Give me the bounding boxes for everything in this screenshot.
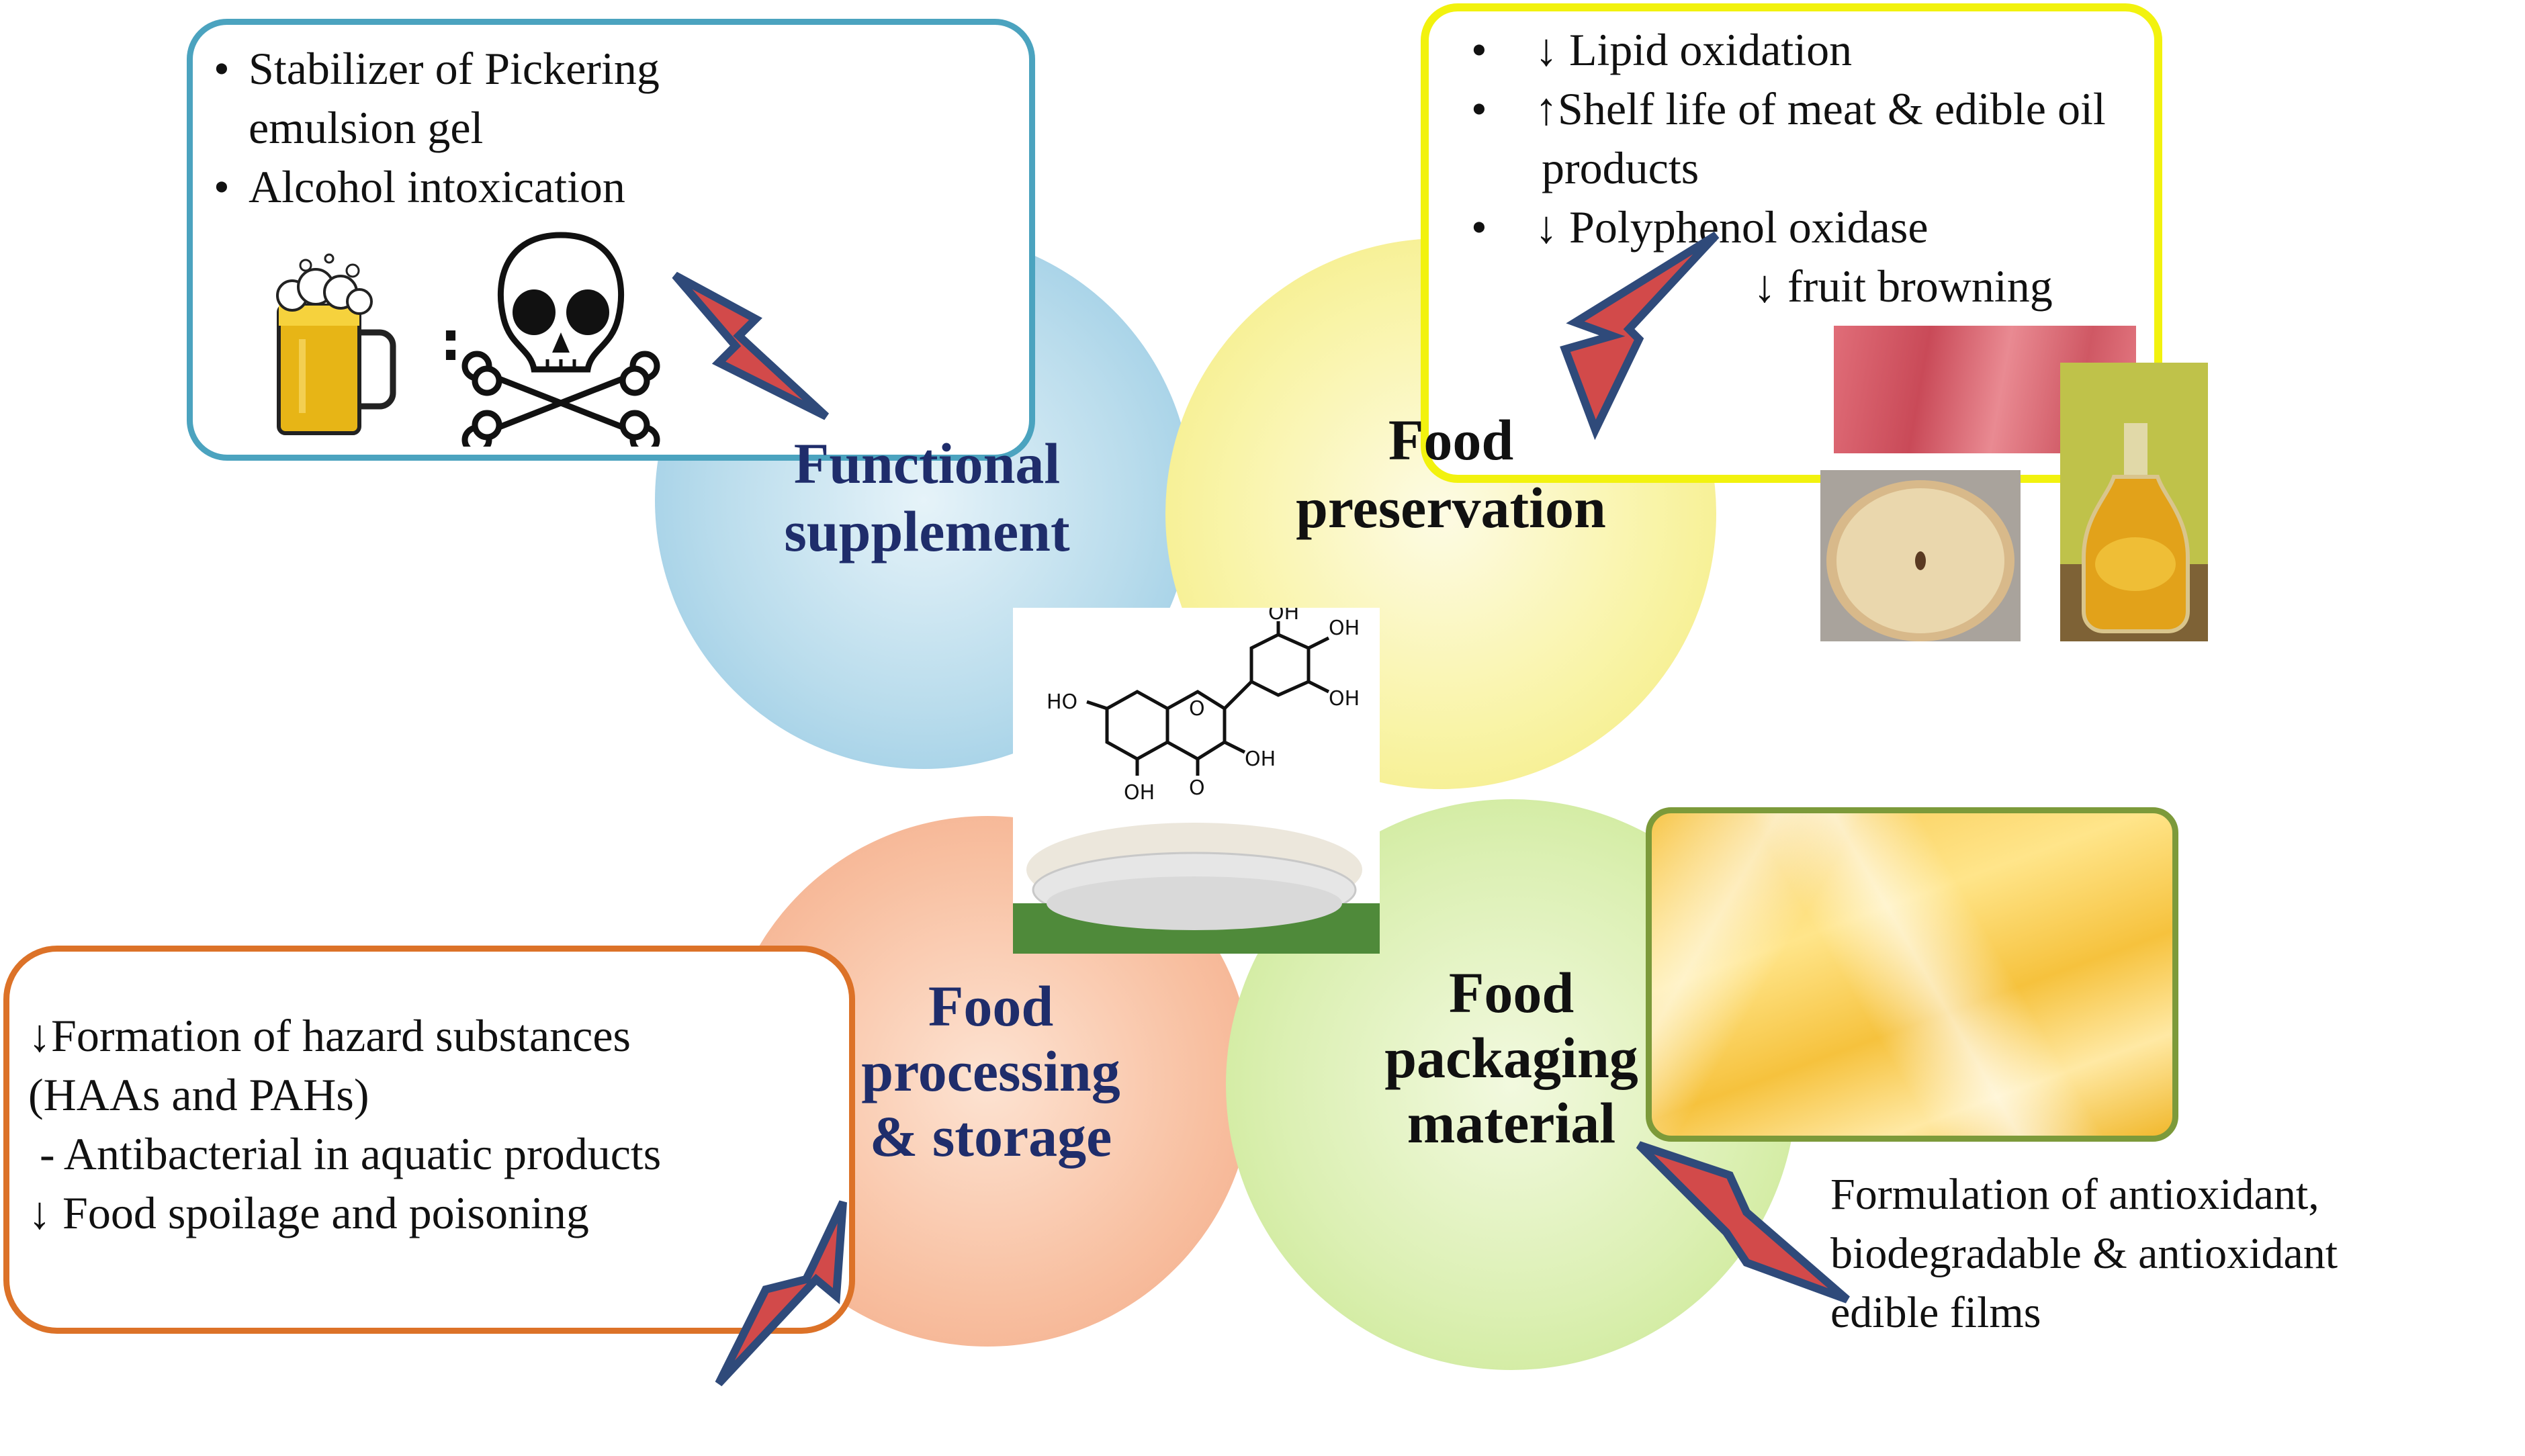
svg-text:O: O	[1189, 776, 1205, 800]
list-item: Alcohol intoxication	[249, 161, 625, 212]
lightning-bolt-icon	[1636, 1141, 1850, 1304]
list-item: biodegradable & antioxidant	[1830, 1229, 2338, 1278]
list-item: edible films	[1830, 1288, 2041, 1337]
svg-text:OH: OH	[1124, 781, 1155, 805]
list-item: products	[1542, 142, 1699, 193]
svg-text:O: O	[1189, 697, 1205, 721]
list-item: (HAAs and PAHs)	[28, 1069, 369, 1120]
food-processing-list: ↓Formation of hazard substances (HAAs an…	[28, 1006, 661, 1242]
packaging-film-image	[1646, 807, 2178, 1142]
svg-text:OH: OH	[1329, 617, 1360, 640]
food-preservation-list: •↓ Lipid oxidation •↑Shelf life of meat …	[1471, 20, 2106, 316]
list-item: emulsion gel	[249, 102, 484, 153]
svg-text:OH: OH	[1245, 747, 1276, 771]
list-item: Formulation of antioxidant,	[1830, 1170, 2319, 1219]
list-item: ↓ fruit browning	[1753, 261, 2053, 312]
colon-separator: :	[440, 310, 461, 373]
beer-mug-icon	[276, 253, 396, 435]
list-item: - Antibacterial in aquatic products	[28, 1128, 662, 1179]
list-item: ↓ Polyphenol oxidase	[1535, 201, 1929, 253]
functional-supplement-list: •Stabilizer of Pickering emulsion gel •A…	[214, 39, 660, 216]
food-processing-title: Food processing & storage	[861, 974, 1120, 1169]
list-item: ↓ Lipid oxidation	[1535, 24, 1853, 75]
list-item: Stabilizer of Pickering	[249, 43, 660, 94]
functional-supplement-title: Functional supplement	[784, 431, 1070, 564]
dihydromyricetin-image: OH OH OH HO OH OH O O	[1013, 601, 1380, 954]
chemical-structure-icon: OH OH OH HO OH OH O O	[1013, 601, 1380, 954]
lightning-bolt-icon	[715, 1200, 847, 1387]
skull-crossbones-icon	[461, 232, 660, 447]
list-item: ↑Shelf life of meat & edible oil	[1535, 83, 2106, 134]
food-packaging-title: Food packaging material	[1384, 960, 1638, 1156]
lightning-bolt-icon	[672, 271, 830, 420]
apple-image	[1820, 470, 2021, 641]
svg-text:HO: HO	[1047, 690, 1077, 714]
list-item: ↓Formation of hazard substances	[28, 1010, 631, 1061]
oil-bottle-image	[2060, 363, 2208, 641]
list-item: ↓ Food spoilage and poisoning	[28, 1187, 589, 1238]
food-processing-box	[3, 946, 855, 1334]
food-preservation-title: Food preservation	[1296, 408, 1606, 541]
svg-text:OH: OH	[1329, 687, 1360, 711]
food-packaging-list: Formulation of antioxidant, biodegradabl…	[1830, 1165, 2338, 1343]
lightning-bolt-icon	[1560, 231, 1720, 441]
